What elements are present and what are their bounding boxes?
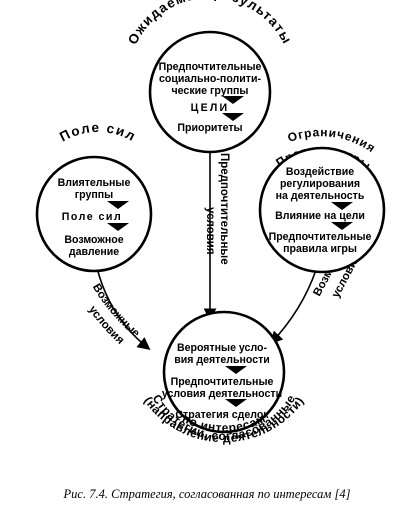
right-node-line-2: регулирования — [280, 178, 360, 190]
left-node-circle — [35, 155, 153, 273]
top-node-bottom-line: Приоритеты — [177, 122, 242, 134]
right-node: Ограничения Правила игры Воздействие рег… — [258, 125, 386, 274]
left-node-line-2: группы — [75, 189, 113, 201]
top-node-down-triangle-1 — [222, 96, 244, 104]
top-edge-label-1: Предпочтительные — [218, 153, 230, 265]
top-node-circle — [148, 30, 272, 154]
right-node-line-3: на деятельность — [276, 190, 365, 202]
right-to-center-arrow — [269, 269, 317, 345]
center-node-line-5: Стратегия сделок — [175, 409, 269, 421]
right-node-down-triangle-2 — [331, 222, 353, 230]
left-node-down-triangle-2 — [107, 223, 129, 231]
center-node-line-3: Предпочтительные — [171, 376, 274, 388]
left-node-down-triangle-1 — [107, 201, 129, 209]
left-node-bottom-line-1: Возможное — [64, 234, 123, 246]
left-node-bottom-line-2: давление — [69, 246, 119, 258]
right-node-bottom-line-2: правила игры — [283, 243, 357, 255]
center-node-circle — [162, 310, 286, 434]
left-node-line-1: Влиятельные — [58, 177, 131, 189]
center-node-line-2: вия деятельности — [174, 354, 270, 366]
top-node-mid-label: ЦЕЛИ — [191, 102, 230, 114]
left-to-center-arrow — [96, 267, 151, 350]
center-node: Вероятные усло- вия деятельности Предпоч… — [141, 310, 306, 445]
left-node-arc-title: Поле сил — [57, 120, 139, 145]
figure-caption: Рис. 7.4. Стратегия, согласованная по ин… — [63, 487, 351, 501]
center-node-down-triangle-1 — [225, 366, 247, 374]
top-node-line-1: Предпочтительные — [159, 61, 262, 73]
top-node-down-triangle-2 — [222, 113, 244, 121]
right-node-mid-label: Влияние на цели — [275, 210, 365, 222]
top-edge-label: Предпочтительные условия — [204, 153, 230, 265]
top-edge-label-2: условия — [204, 207, 216, 255]
left-node-mid-label: Поле сил — [62, 211, 122, 223]
center-node-line-1: Вероятные усло- — [177, 342, 268, 354]
strategy-diagram: Предпочтительные условия Возможные услов… — [35, 0, 386, 445]
top-node: Ожидаемые результаты Предпочтительные со… — [125, 0, 294, 154]
top-node-line-3: ческие группы — [172, 85, 249, 97]
left-node: Поле сил Влиятельные группы Поле сил Воз… — [35, 120, 153, 273]
center-node-down-triangle-2 — [225, 399, 247, 407]
top-node-line-2: социально-полити- — [159, 73, 261, 85]
right-node-circle — [258, 146, 386, 274]
right-node-bottom-line-1: Предпочтительные — [269, 231, 372, 243]
center-node-line-4: условия деятельности — [162, 388, 282, 400]
right-node-line-1: Воздействие — [286, 166, 354, 178]
right-node-down-triangle-1 — [331, 202, 353, 210]
